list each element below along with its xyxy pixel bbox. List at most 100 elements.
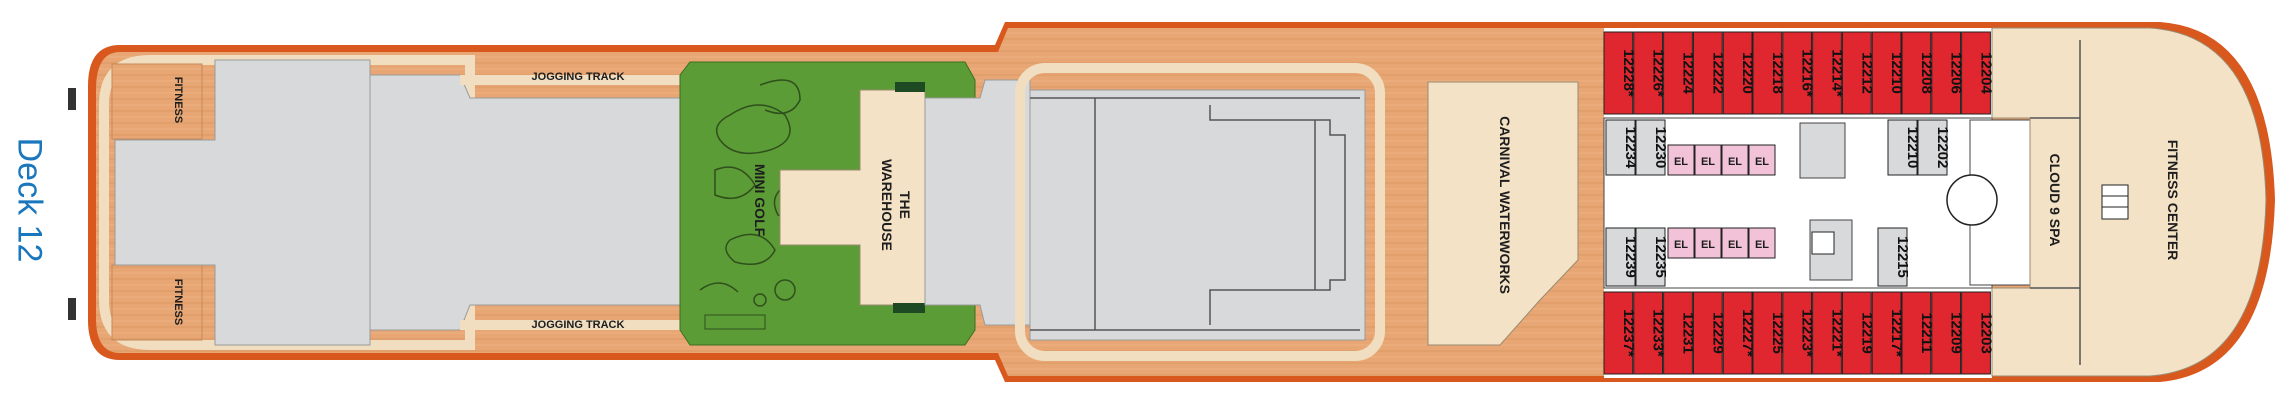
warehouse-stairs-bottom — [893, 303, 925, 313]
spa-rotunda — [1946, 174, 1998, 226]
cabin-number: 12218 — [1769, 52, 1786, 94]
elevator-label: EL — [1755, 239, 1769, 251]
elevator-label: EL — [1701, 239, 1715, 251]
cabin-number: 12206 — [1948, 52, 1965, 94]
elevator-label: EL — [1701, 156, 1715, 168]
elevator — [1748, 227, 1776, 259]
elevator — [1748, 144, 1776, 176]
cabin-12217 — [1871, 291, 1902, 375]
elevator — [1694, 227, 1722, 259]
cabin-12224 — [1663, 31, 1693, 115]
spa-area — [1991, 27, 2267, 377]
cabin-number: 12214* — [1829, 49, 1846, 97]
cabin-number: 12224 — [1680, 52, 1697, 94]
cabin-number: 12234 — [1622, 127, 1639, 169]
inner-cabin-12215 — [1877, 227, 1908, 287]
cabin-12214 — [1812, 31, 1842, 115]
inner-cabins: 12234 12230 12239 12235 12210 12202 12215 — [1605, 119, 1951, 287]
cabin-number: 12204 — [1978, 52, 1995, 94]
elevator-label: EL — [1674, 239, 1688, 251]
cabin-12223 — [1782, 291, 1813, 375]
cabin-number: 12210 — [1904, 127, 1921, 169]
cabin-12216 — [1782, 31, 1813, 115]
cabin-number: 12215 — [1894, 236, 1911, 278]
cabin-number: 12226* — [1650, 49, 1667, 97]
cabin-number: 12211 — [1918, 313, 1935, 354]
warehouse-label-2: WAREHOUSE — [879, 159, 895, 251]
cabin-number: 12212 — [1858, 52, 1875, 94]
cabin-12237 — [1603, 291, 1634, 375]
mini-golf-course — [699, 79, 806, 307]
cabin-number: 12209 — [1948, 312, 1965, 354]
fitness-label-top: FITNESS — [172, 77, 184, 123]
inner-cabin-12239 — [1605, 227, 1636, 287]
elevator — [1667, 144, 1695, 176]
elevator-icon — [2101, 184, 2129, 220]
golf-equipment — [704, 314, 766, 330]
jogging-track-label-top: JOGGING TRACK — [532, 71, 625, 83]
cabin-12210 — [1871, 31, 1902, 115]
inner-cabin-12234 — [1605, 119, 1636, 176]
cabin-number: 12239 — [1622, 236, 1639, 278]
cabin-12204 — [1961, 31, 1991, 115]
fitness-area-bottom — [111, 264, 203, 341]
cabin-12203 — [1961, 291, 1991, 375]
cabin-12228 — [1603, 31, 1634, 115]
inner-cabin-12235 — [1635, 227, 1666, 287]
waterworks-area — [1427, 81, 1579, 346]
cabin-number: 12223* — [1799, 309, 1816, 357]
inner-cabin-12202 — [1917, 119, 1948, 176]
cabin-number: 12235 — [1652, 236, 1669, 278]
elevator-label: EL — [1728, 156, 1742, 168]
cabin-number: 12221* — [1829, 309, 1846, 357]
cabin-number: 12231 — [1680, 312, 1697, 354]
cabin-number: 12220 — [1739, 52, 1756, 94]
cabin-12218 — [1752, 31, 1783, 115]
cabin-number: 12227* — [1739, 309, 1756, 357]
cabin-12227 — [1722, 291, 1753, 375]
cabin-number: 12208 — [1918, 52, 1935, 94]
mini-golf-label: MINI GOLF — [752, 164, 768, 237]
cabin-number: 12210 — [1888, 52, 1905, 94]
cabin-number: 12237* — [1620, 309, 1637, 357]
cabin-number: 12202 — [1934, 127, 1951, 169]
cabin-number: 12225 — [1769, 312, 1786, 354]
fitness-center-label: FITNESS CENTER — [2165, 140, 2181, 261]
cabin-number: 12229 — [1709, 312, 1726, 354]
inner-cabin-12230 — [1635, 119, 1666, 176]
cabin-number: 12217* — [1888, 309, 1905, 357]
seating-frame — [1015, 63, 1385, 361]
waterworks-label: CARNIVAL WATERWORKS — [1497, 116, 1513, 294]
cabin-12221 — [1812, 291, 1842, 375]
pool-area — [924, 79, 1031, 326]
cabin-number: 12222 — [1709, 52, 1726, 94]
cabin-12208 — [1901, 31, 1932, 115]
seating-area — [1029, 89, 1366, 341]
warehouse-label-1: THE — [897, 191, 913, 219]
elevator — [1694, 144, 1722, 176]
stairs-icon — [1811, 231, 1835, 255]
pool-deck-center-left — [369, 74, 691, 331]
cabin-12212 — [1841, 31, 1872, 115]
pool-deck-left — [114, 59, 371, 346]
cabin-12219 — [1841, 291, 1872, 375]
cabin-number: 12228* — [1620, 49, 1637, 97]
elevator — [1721, 144, 1749, 176]
cabin-12206 — [1931, 31, 1962, 115]
cabin-number: 12216* — [1799, 49, 1816, 97]
elevator-label: EL — [1728, 239, 1742, 251]
jogging-track-label-bottom: JOGGING TRACK — [532, 319, 625, 331]
cabin-12233 — [1633, 291, 1664, 375]
elevator — [1667, 227, 1695, 259]
cabin-12229 — [1692, 291, 1723, 375]
fitness-label-bottom: FITNESS — [172, 279, 184, 325]
cabin-number: 12230 — [1652, 127, 1669, 169]
cabin-12226 — [1633, 31, 1664, 115]
cabin-12209 — [1931, 291, 1962, 375]
cabin-number: 12203 — [1978, 312, 1995, 354]
spa-label: CLOUD 9 SPA — [2047, 153, 2063, 246]
cabin-number: 12219 — [1858, 312, 1875, 354]
